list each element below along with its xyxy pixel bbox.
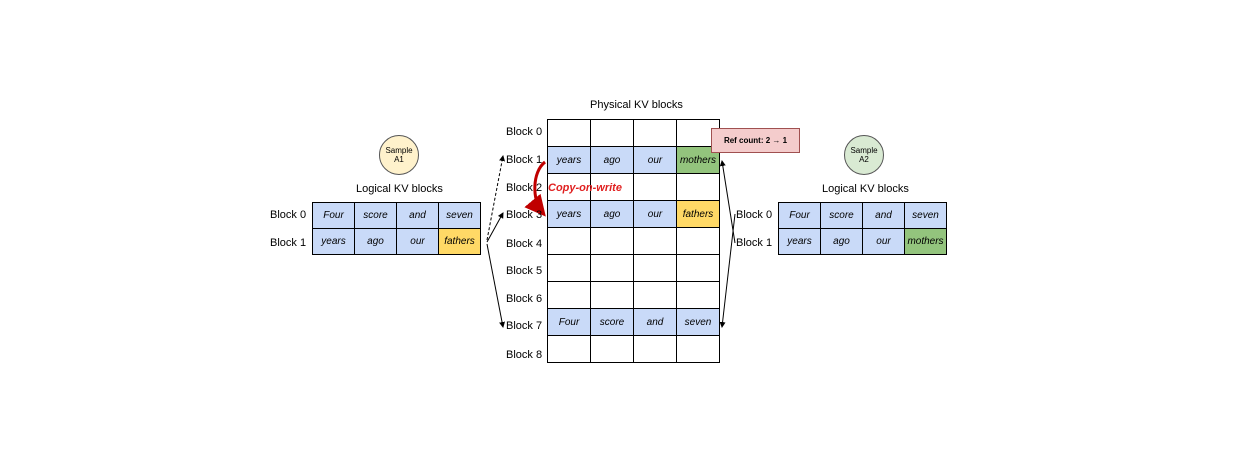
sample-a2-line2: A2 xyxy=(859,155,869,164)
physical-cell xyxy=(676,281,720,309)
physical-cell xyxy=(547,254,591,282)
physical-cell: seven xyxy=(676,308,720,336)
right-cell: mothers xyxy=(904,228,947,255)
physical-cell xyxy=(676,335,720,363)
right-cell: seven xyxy=(904,202,947,229)
physical-cell: ago xyxy=(590,146,634,174)
physical-cell xyxy=(590,254,634,282)
physical-kv-table: years ago our mothers years ago our fath… xyxy=(547,119,720,363)
physical-block-0 xyxy=(547,119,720,147)
physical-row-label: Block 4 xyxy=(506,238,543,250)
right-cell: score xyxy=(820,202,863,229)
arrow-left-block1-to-physical-block1 xyxy=(486,155,506,241)
physical-cell xyxy=(633,119,677,147)
physical-cell xyxy=(633,335,677,363)
physical-title: Physical KV blocks xyxy=(590,99,683,111)
physical-cell xyxy=(547,119,591,147)
physical-row-label: Block 6 xyxy=(506,293,543,305)
sample-a2-node: Sample A2 xyxy=(844,135,884,175)
physical-row-label: Block 1 xyxy=(506,154,543,166)
physical-cell xyxy=(547,227,591,255)
sample-a1-line1: Sample xyxy=(385,146,413,155)
physical-row-label: Block 3 xyxy=(506,209,543,221)
physical-cell: and xyxy=(633,308,677,336)
right-cell: Four xyxy=(778,202,821,229)
right-row-label: Block 1 xyxy=(736,237,773,249)
left-row-label: Block 1 xyxy=(270,237,307,249)
left-logical-table: Four score and seven years ago our fathe… xyxy=(312,202,481,255)
physical-block-5 xyxy=(547,254,720,282)
copy-on-write-arrow xyxy=(524,160,547,217)
left-logical-block-0: Four score and seven xyxy=(312,202,481,229)
physical-row-label: Block 8 xyxy=(506,349,543,361)
physical-row-label: Block 7 xyxy=(506,320,543,332)
physical-cell: our xyxy=(633,200,677,228)
physical-block-8 xyxy=(547,335,720,363)
arrow-left-block0-to-physical-block7 xyxy=(486,243,505,328)
physical-cell: fathers xyxy=(676,200,720,228)
right-row-label: Block 0 xyxy=(736,209,773,221)
physical-row-label: Block 2 xyxy=(506,182,543,194)
left-cell: seven xyxy=(438,202,481,229)
sample-a1-line2: A1 xyxy=(394,155,404,164)
physical-block-4 xyxy=(547,227,720,255)
physical-cell xyxy=(633,254,677,282)
physical-cell xyxy=(676,254,720,282)
left-cell: score xyxy=(354,202,397,229)
right-logical-block-1: years ago our mothers xyxy=(778,228,947,255)
left-cell: fathers xyxy=(438,228,481,255)
physical-cell: our xyxy=(633,146,677,174)
physical-row-label: Block 5 xyxy=(506,265,543,277)
sample-a1-node: Sample A1 xyxy=(379,135,419,175)
physical-cell xyxy=(676,173,720,201)
physical-cell xyxy=(590,227,634,255)
physical-cell xyxy=(676,227,720,255)
physical-cell: years xyxy=(547,200,591,228)
right-cell: our xyxy=(862,228,905,255)
physical-cell xyxy=(590,119,634,147)
right-cell: years xyxy=(778,228,821,255)
physical-cell: score xyxy=(590,308,634,336)
physical-cell: ago xyxy=(590,200,634,228)
physical-cell xyxy=(633,173,677,201)
arrow-right-block0-to-physical-block7 xyxy=(719,213,736,328)
physical-cell xyxy=(547,335,591,363)
copy-on-write-label: Copy-on-write xyxy=(548,182,622,194)
physical-cell xyxy=(590,335,634,363)
physical-cell xyxy=(590,281,634,309)
sample-a2-line1: Sample xyxy=(850,146,878,155)
physical-block-6 xyxy=(547,281,720,309)
right-logical-title: Logical KV blocks xyxy=(822,183,909,195)
left-cell: ago xyxy=(354,228,397,255)
left-logical-title: Logical KV blocks xyxy=(356,183,443,195)
physical-cell: years xyxy=(547,146,591,174)
right-cell: and xyxy=(862,202,905,229)
left-cell: years xyxy=(312,228,355,255)
ref-count-box: Ref count: 2 → 1 xyxy=(711,128,800,153)
left-row-label: Block 0 xyxy=(270,209,307,221)
arrow-left-block1-to-physical-block3 xyxy=(486,212,504,243)
right-logical-table: Four score and seven years ago our mothe… xyxy=(778,202,947,255)
left-cell: and xyxy=(396,202,439,229)
physical-cell xyxy=(633,227,677,255)
physical-cell: Four xyxy=(547,308,591,336)
physical-block-3: years ago our fathers xyxy=(547,200,720,228)
physical-row-label: Block 0 xyxy=(506,126,543,138)
left-cell: Four xyxy=(312,202,355,229)
physical-block-7: Four score and seven xyxy=(547,308,720,336)
right-cell: ago xyxy=(820,228,863,255)
physical-block-1: years ago our mothers xyxy=(547,146,720,174)
left-logical-block-1: years ago our fathers xyxy=(312,228,481,255)
left-cell: our xyxy=(396,228,439,255)
right-logical-block-0: Four score and seven xyxy=(778,202,947,229)
physical-cell xyxy=(547,281,591,309)
physical-cell xyxy=(633,281,677,309)
